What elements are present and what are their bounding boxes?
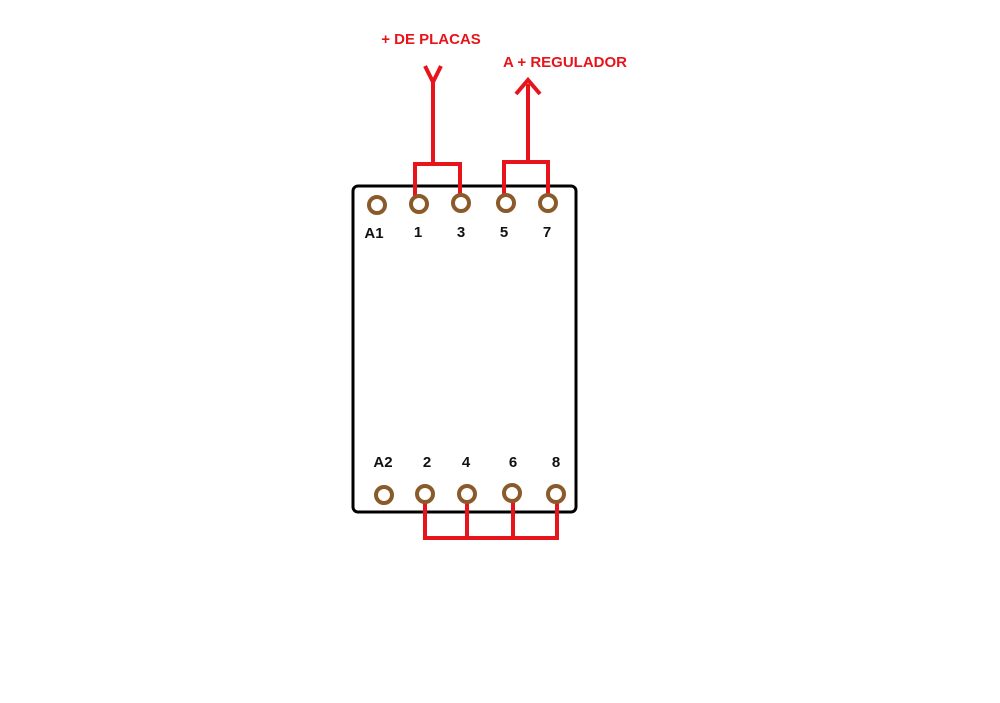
terminal-label-6: 6 — [509, 454, 517, 471]
input-label: + DE PLACAS — [381, 31, 481, 48]
terminal-label-1: 1 — [414, 224, 422, 241]
terminal-a2 — [374, 485, 394, 505]
terminal-8 — [546, 484, 566, 504]
terminal-7 — [538, 193, 558, 213]
input-wire-fork-icon — [423, 65, 443, 87]
terminal-label-7: 7 — [543, 224, 551, 241]
terminal-3 — [451, 193, 471, 213]
bottom-terminals — [374, 483, 566, 505]
relay-body — [351, 184, 578, 514]
top-terminals — [367, 193, 558, 215]
terminal-label-2: 2 — [423, 454, 431, 471]
bottom-bus-wire — [423, 502, 559, 540]
terminal-6 — [502, 483, 522, 503]
bottom-bus-outline — [423, 502, 559, 540]
terminal-label-4: 4 — [462, 454, 471, 471]
terminal-5 — [496, 193, 516, 213]
output-wire — [502, 76, 550, 196]
terminal-1 — [409, 194, 429, 214]
terminal-label-3: 3 — [457, 224, 465, 241]
output-label: A + REGULADOR — [503, 54, 627, 71]
terminal-label-8: 8 — [552, 454, 560, 471]
terminal-4 — [457, 484, 477, 504]
input-wire-bridge — [413, 162, 462, 196]
input-wire — [413, 65, 462, 196]
terminal-a1 — [367, 195, 387, 215]
terminal-label-a1: A1 — [364, 225, 383, 242]
terminal-label-a2: A2 — [373, 454, 392, 471]
terminal-2 — [415, 484, 435, 504]
terminal-label-5: 5 — [500, 224, 508, 241]
output-arrow-icon — [514, 76, 542, 96]
